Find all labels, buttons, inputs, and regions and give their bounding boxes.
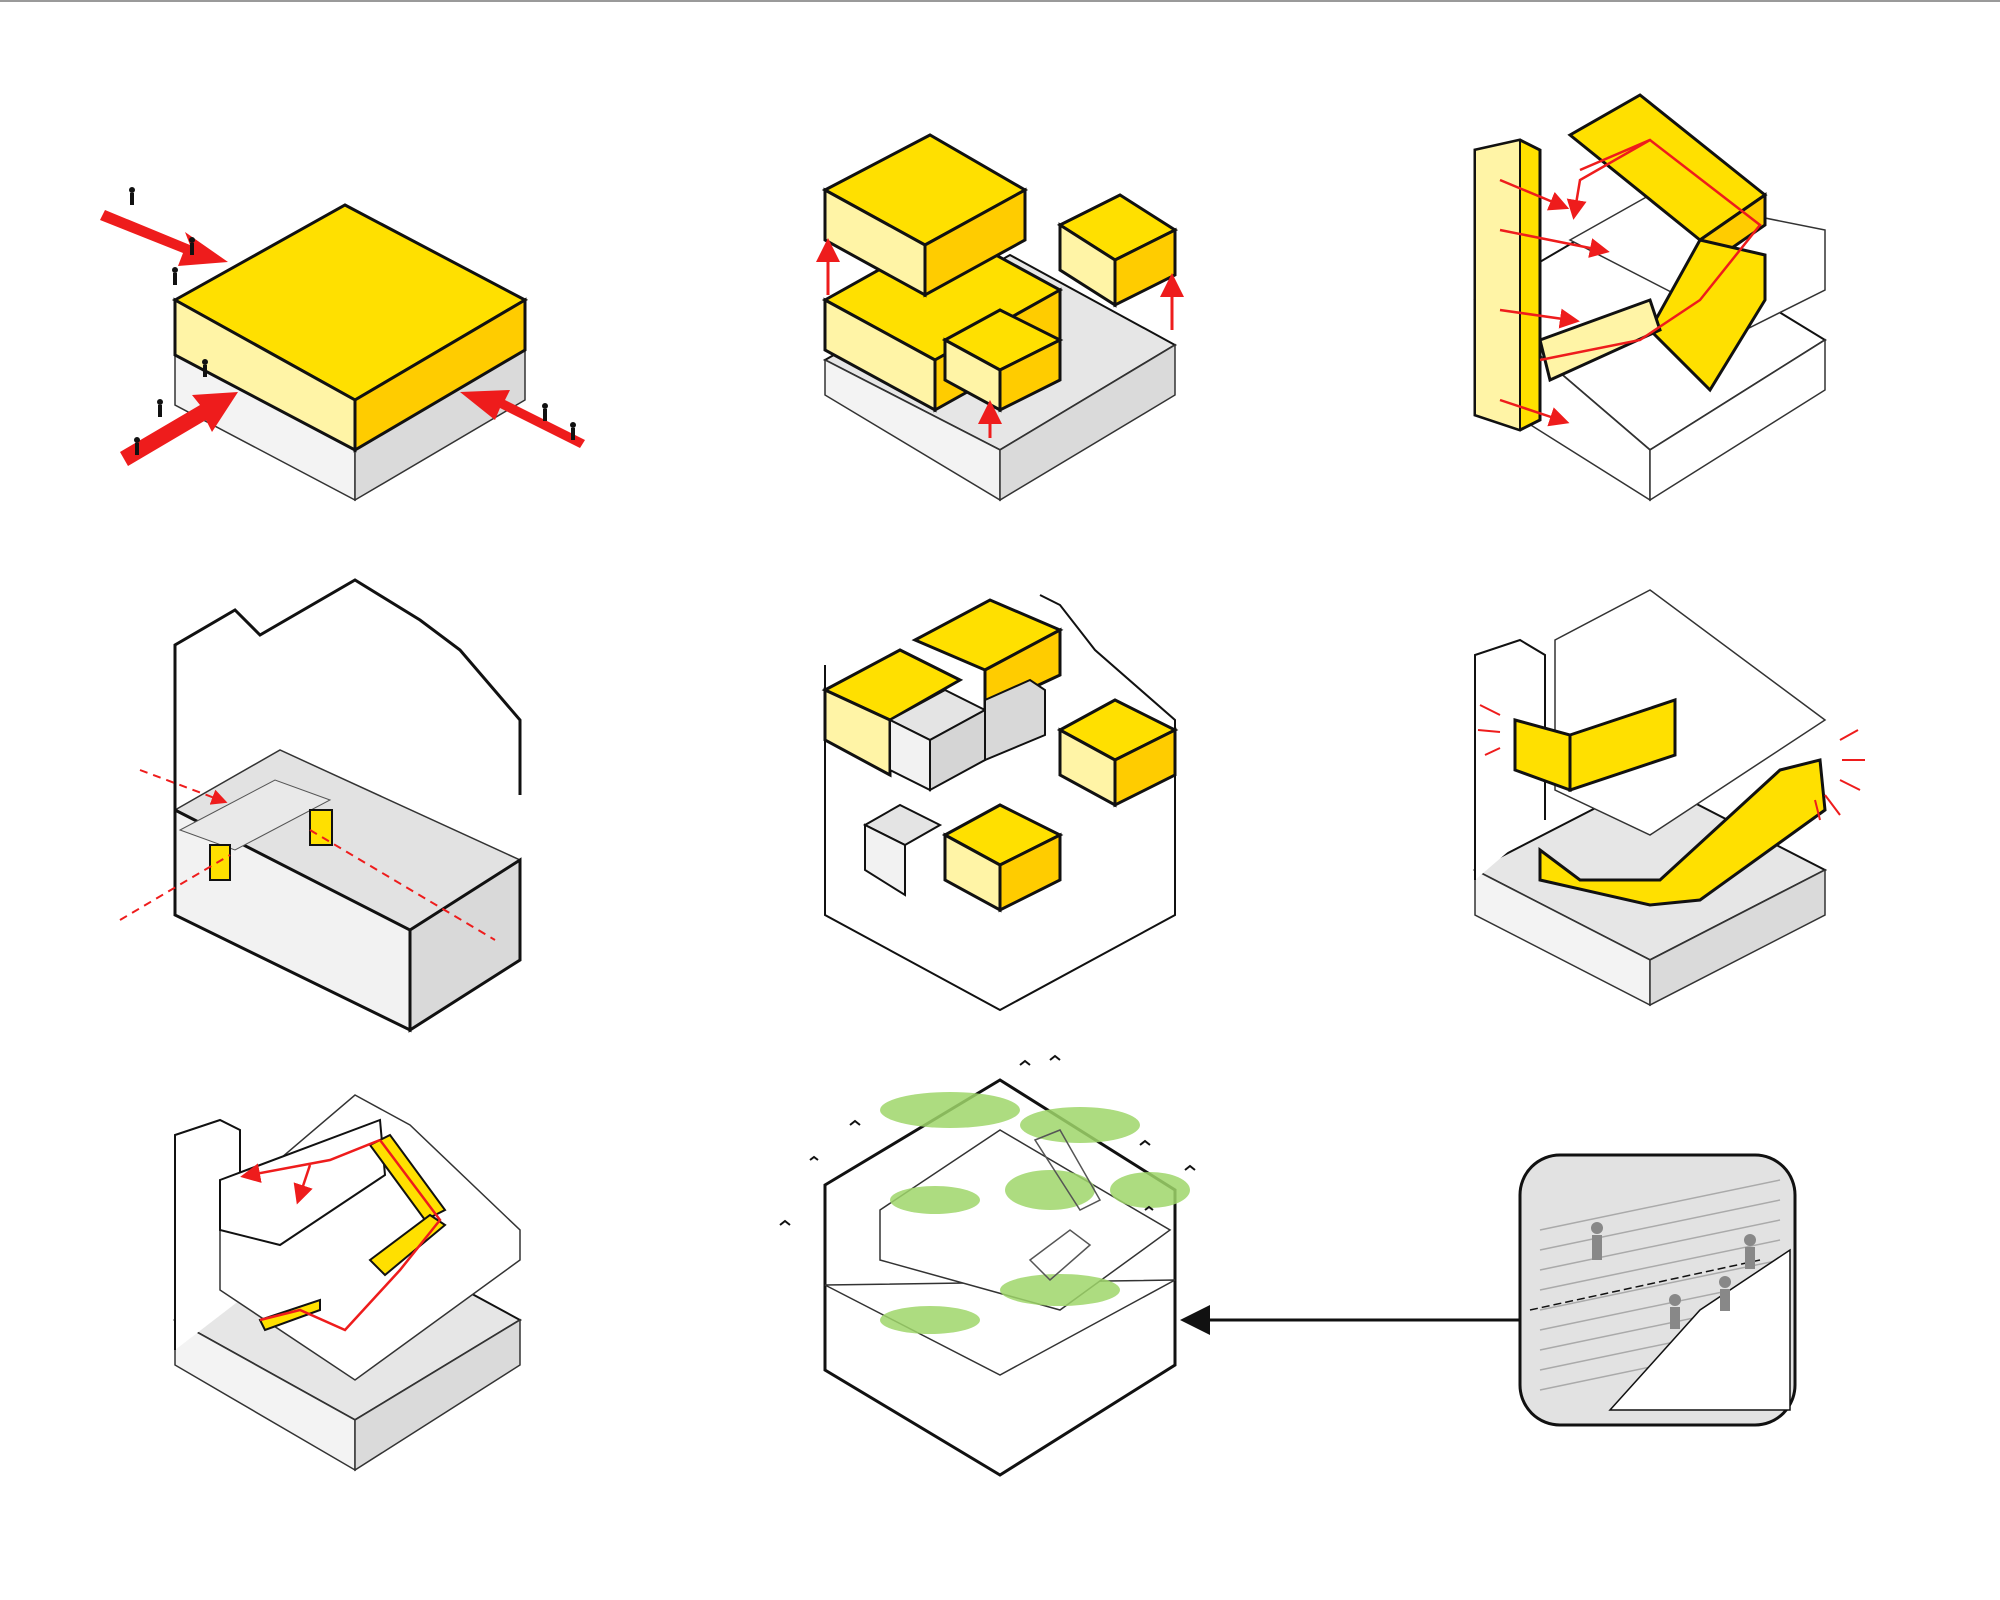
stair-icon — [1028, 1129, 1102, 1282]
diagram-4-ground-floor — [119, 578, 522, 1033]
arrow-up-icon — [816, 238, 1184, 438]
axis-line-icon — [119, 769, 496, 941]
pedestrian-icon — [129, 187, 576, 455]
diagram-9-stair-detail — [1518, 1153, 1797, 1427]
diagram-8-green — [779, 1054, 1196, 1477]
diagram-3-circulation — [1473, 93, 1827, 502]
path-arrow-icon — [240, 1138, 442, 1332]
diagram-5-programs — [821, 594, 1179, 1012]
diagram-7-stairs — [172, 1094, 523, 1472]
view-ray-icon — [1477, 704, 1865, 821]
diagram-6-facade — [1472, 589, 1865, 1007]
path-arrow-icon — [1499, 138, 1762, 427]
diagram-1-massing — [100, 187, 585, 502]
door-icon — [209, 809, 333, 881]
bird-icon — [779, 1054, 1196, 1226]
arrow-in-icon — [100, 210, 585, 466]
person-icon — [1591, 1222, 1756, 1329]
diagram-2-volumes — [816, 133, 1184, 502]
